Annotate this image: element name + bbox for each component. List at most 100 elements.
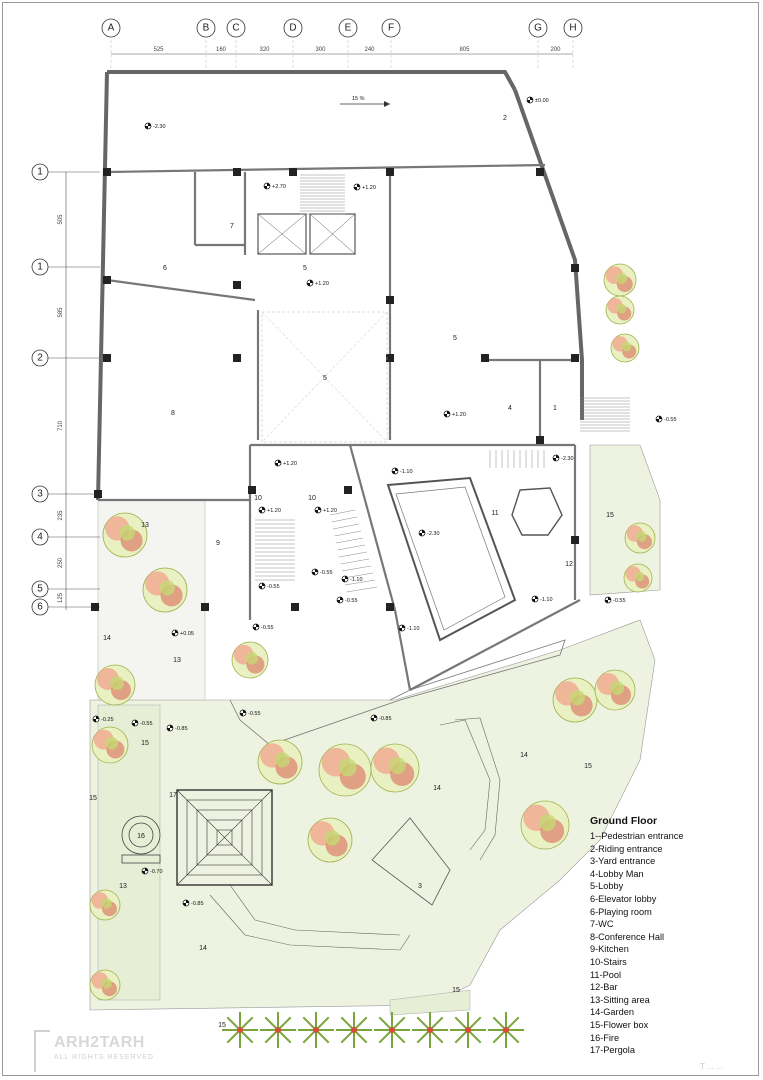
level-value: -1.10 — [540, 597, 553, 603]
row-bubble — [31, 163, 49, 181]
tree — [307, 817, 353, 863]
structural-column — [571, 354, 579, 362]
level-tag: -0.55 — [655, 415, 677, 423]
room-label-4: 4 — [508, 405, 512, 412]
structural-column — [289, 168, 297, 176]
room-label-16: 16 — [137, 833, 145, 840]
structural-column — [571, 264, 579, 272]
level-tag: +1.20 — [274, 459, 297, 467]
structural-column — [536, 436, 544, 444]
level-value: -0.55 — [140, 721, 153, 727]
palm-tree — [336, 1012, 372, 1048]
column-label: H — [569, 23, 576, 34]
level-value: +1.20 — [267, 508, 281, 514]
palm-tree — [412, 1012, 448, 1048]
level-value: -1.10 — [407, 626, 420, 632]
room-label-5: 5 — [303, 265, 307, 272]
structural-column — [201, 603, 209, 611]
row-dimension: 125 — [58, 592, 64, 603]
structural-column — [386, 603, 394, 611]
room-label-8: 8 — [171, 410, 175, 417]
walkway — [229, 639, 566, 746]
atrium-void — [261, 311, 388, 443]
fire-pit — [121, 815, 161, 864]
tree — [605, 295, 635, 325]
level-value: +1.20 — [283, 461, 297, 467]
room-label-14: 14 — [199, 945, 207, 952]
column-bubble — [381, 18, 401, 38]
tree — [257, 739, 303, 785]
level-tag: -0.85 — [166, 724, 188, 732]
level-tag: ±0.00 — [526, 96, 549, 104]
brand-name: ARH2TARH — [54, 1034, 145, 1051]
level-value: +1.20 — [362, 185, 376, 191]
row-dimension: 505 — [58, 214, 64, 225]
legend-item: 16-Fire — [590, 1032, 620, 1043]
level-value: -0.85 — [175, 726, 188, 732]
level-value: ±0.00 — [535, 98, 549, 104]
exterior-walls — [96, 70, 584, 501]
level-value: -1.10 — [350, 577, 363, 583]
level-value: +1.20 — [323, 508, 337, 514]
level-tag: +0.05 — [171, 629, 194, 637]
palm-tree — [298, 1012, 334, 1048]
legend-item: 8-Conference Hall — [590, 931, 665, 942]
legend-item: 14-Garden — [590, 1007, 634, 1018]
structural-column — [536, 168, 544, 176]
room-label-13: 13 — [119, 883, 127, 890]
garden-areas — [89, 444, 661, 1016]
room-label-15: 15 — [89, 795, 97, 802]
interior-walls — [98, 163, 581, 691]
row-bubble — [31, 258, 49, 276]
brand-watermark: ARH2TARH ALL RIGHTS RESERVED — [34, 1030, 194, 1076]
tree — [603, 263, 637, 297]
column-dimension: 525 — [153, 47, 164, 53]
level-tag: +2.70 — [263, 182, 286, 190]
room-label-12: 12 — [565, 561, 573, 568]
row-grid — [48, 171, 100, 610]
yard-entrance — [371, 817, 451, 906]
level-tags: -2.30 ±0.00 +2.70 +1.20 +1.20 +1.20 +1.20 +1.20… — [92, 96, 677, 907]
level-tag: -1.10 — [341, 575, 363, 583]
level-tag: +1.20 — [353, 183, 376, 191]
room-label-5: 5 — [453, 335, 457, 342]
tree — [102, 512, 148, 558]
row-bubble — [31, 528, 49, 546]
room-label-15: 15 — [606, 512, 614, 519]
palm-tree — [260, 1012, 296, 1048]
structural-column — [94, 490, 102, 498]
tree — [520, 800, 570, 850]
level-value: -0.55 — [267, 584, 280, 590]
level-tag: -0.55 — [604, 596, 626, 604]
level-tag: -0.85 — [370, 714, 392, 722]
pergola — [176, 789, 273, 886]
level-tag: -2.30 — [418, 529, 440, 537]
tree — [89, 889, 121, 921]
stairs — [255, 174, 630, 593]
level-tag: -2.30 — [552, 454, 574, 462]
room-label-15: 15 — [218, 1022, 226, 1029]
legend-item: 10-Stairs — [590, 956, 627, 967]
garden-stairs — [209, 717, 501, 951]
column-dimension: 805 — [459, 47, 470, 53]
row-bubble — [31, 485, 49, 503]
tree — [91, 726, 129, 764]
row-bubble — [31, 598, 49, 616]
row-bubble — [31, 580, 49, 598]
column-bubble — [563, 18, 583, 38]
room-label-3: 3 — [418, 883, 422, 890]
structural-column — [386, 168, 394, 176]
tree — [94, 664, 136, 706]
level-tag: -0.55 — [131, 719, 153, 727]
room-label-14: 14 — [433, 785, 441, 792]
level-value: +1.20 — [452, 412, 466, 418]
tree — [624, 522, 656, 554]
structural-column — [233, 354, 241, 362]
column-bubble — [226, 18, 246, 38]
room-label-14: 14 — [520, 752, 528, 759]
level-tag: -0.55 — [239, 709, 261, 717]
